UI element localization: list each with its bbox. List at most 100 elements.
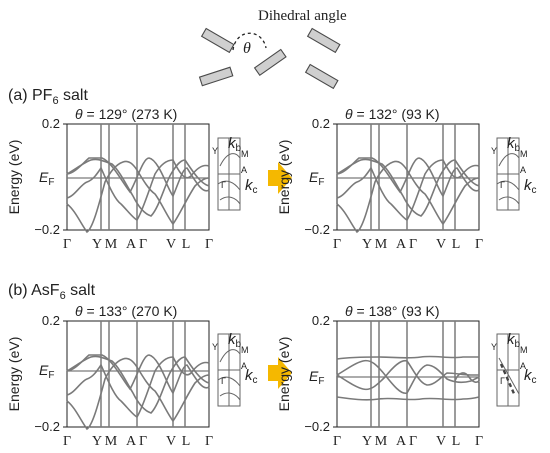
fermi-label: EF — [309, 368, 324, 387]
y-axis-label: Energy (eV) — [276, 140, 292, 215]
kpoint-label: V — [166, 237, 176, 252]
plot-title: θ = 138° (93 K) — [345, 303, 440, 319]
kb-label: kb — [228, 331, 242, 350]
y-axis-label: Energy (eV) — [6, 140, 22, 215]
y-axis-label: Energy (eV) — [276, 337, 292, 412]
kpoint-label: Y — [362, 237, 372, 252]
bz-contours — [496, 138, 520, 210]
kpoint-labels: Γ Y M A Γ V L Γ — [63, 434, 213, 449]
plot-a-left: θ = 129° (273 K) 0.2 −0.2 EF Energy (eV)… — [6, 106, 213, 252]
kpoint-label: Γ — [63, 237, 71, 252]
molecule-sketch: θ — [198, 27, 341, 90]
ytick-label-bottom: −0.2 — [304, 419, 330, 434]
kpoint-label: Y — [92, 434, 102, 449]
kpoint-label: L — [182, 237, 191, 252]
ytick-label-top: 0.2 — [312, 116, 330, 131]
bz-a: A — [241, 361, 247, 371]
dihedral-title: Dihedral angle — [258, 8, 347, 24]
kpoint-label: M — [105, 434, 118, 449]
bz-a: A — [241, 165, 247, 175]
kpoint-label: Γ — [333, 434, 341, 449]
kpoint-label: M — [375, 434, 388, 449]
bz-contours — [217, 334, 241, 406]
band-curves — [66, 157, 210, 233]
bz-fermi-line — [499, 363, 517, 397]
brillouin-zone-b-left: Y M A Γ kb kc — [212, 331, 258, 407]
kc-label: kc — [245, 177, 258, 196]
kpoint-label: Y — [362, 434, 372, 449]
kpoint-label: Γ — [63, 434, 71, 449]
kpoint-label: Y — [92, 237, 102, 252]
fermi-label: EF — [39, 169, 54, 188]
ytick-label-bottom: −0.2 — [304, 222, 330, 237]
plot-title: θ = 133° (270 K) — [75, 303, 177, 319]
angle-arc — [232, 32, 267, 51]
kpoint-label: V — [436, 434, 446, 449]
band-curves — [336, 355, 480, 401]
kpoint-label: Γ — [205, 434, 213, 449]
kc-label: kc — [524, 177, 537, 196]
plot-frame — [336, 320, 480, 428]
kpoint-label: V — [436, 237, 446, 252]
ytick-label-top: 0.2 — [312, 313, 330, 328]
panel-a-label: (a) PF6 salt — [8, 87, 88, 107]
bz-m: M — [520, 345, 528, 355]
fermi-label: EF — [309, 169, 324, 188]
kpoint-label: Γ — [409, 237, 417, 252]
molecule-bar — [306, 27, 341, 54]
kpoint-label: Γ — [475, 434, 483, 449]
kc-label: kc — [245, 367, 258, 386]
theta-symbol: θ — [243, 40, 251, 57]
ytick-label-top: 0.2 — [42, 313, 60, 328]
kpoint-label: Γ — [475, 237, 483, 252]
kpoint-label: M — [375, 237, 388, 252]
kpoint-label: A — [126, 237, 137, 252]
plot-a-right: θ = 132° (93 K) 0.2 −0.2 EF Energy (eV) … — [276, 106, 483, 252]
bz-m: M — [241, 345, 249, 355]
bz-a: A — [520, 165, 526, 175]
molecule-bar — [304, 63, 339, 90]
kpoint-labels: Γ Y M A Γ V L Γ — [63, 237, 213, 252]
bz-y: Y — [491, 342, 497, 352]
bz-gamma: Γ — [500, 376, 505, 386]
ytick-label-bottom: −0.2 — [34, 222, 60, 237]
plot-b-left: θ = 133° (270 K) 0.2 −0.2 EF Energy (eV)… — [6, 303, 213, 449]
ytick-label-bottom: −0.2 — [34, 419, 60, 434]
kpoint-label: Γ — [205, 237, 213, 252]
bz-contours — [497, 334, 520, 406]
kpoint-labels: Γ Y M A Γ V L Γ — [333, 237, 483, 252]
kpoint-label: M — [105, 237, 118, 252]
kpoint-label: Γ — [139, 434, 147, 449]
plot-b-right: θ = 138° (93 K) 0.2 −0.2 EF Energy (eV) … — [276, 303, 483, 449]
kpoint-label: A — [396, 237, 407, 252]
molecule-bar — [200, 27, 235, 54]
arrow-b — [268, 357, 292, 389]
arrow-a — [268, 162, 292, 194]
panel-b-label: (b) AsF6 salt — [8, 282, 96, 302]
bz-gamma: Γ — [221, 180, 226, 190]
bz-m: M — [520, 149, 528, 159]
plot-title: θ = 129° (273 K) — [75, 106, 177, 122]
brillouin-zone-a-left: Y M A Γ kb kc — [212, 135, 258, 211]
bz-m: M — [241, 149, 249, 159]
kpoint-labels: Γ Y M A Γ V L Γ — [333, 434, 483, 449]
kpoint-label: V — [166, 434, 176, 449]
band-curves — [336, 157, 480, 233]
bz-gamma: Γ — [500, 180, 505, 190]
kpoint-label: Γ — [139, 237, 147, 252]
molecule-bar — [253, 48, 287, 77]
kpoint-label: A — [126, 434, 137, 449]
kpoint-label: L — [182, 434, 191, 449]
kb-label: kb — [228, 135, 242, 154]
bz-y: Y — [212, 342, 218, 352]
plot-frame — [336, 123, 480, 231]
molecule-bar — [198, 66, 234, 87]
kpoint-label: A — [396, 434, 407, 449]
band-curves — [66, 354, 210, 430]
kpoint-label: L — [452, 237, 461, 252]
kpoint-label: L — [452, 434, 461, 449]
brillouin-zone-b-right: Y M A Γ kb kc — [491, 331, 537, 407]
brillouin-zone-a-right: Y M A Γ kb kc — [491, 135, 537, 211]
kpoint-label: Γ — [333, 237, 341, 252]
